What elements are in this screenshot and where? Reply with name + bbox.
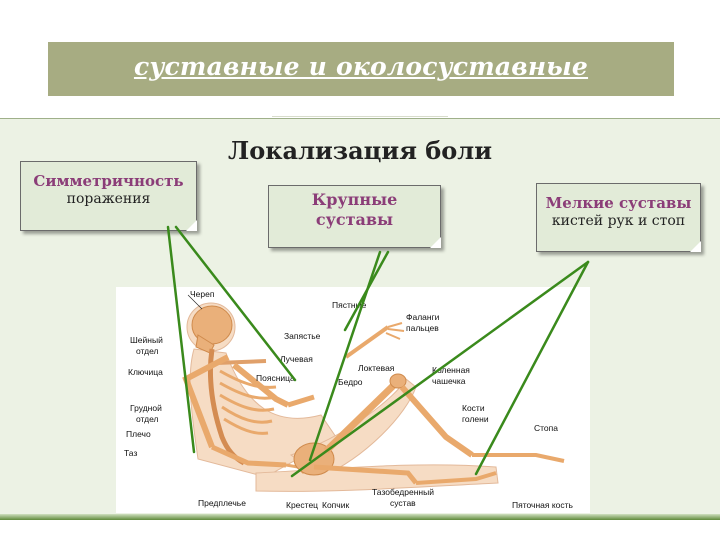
label-clavicle: Ключица	[128, 367, 163, 377]
label-hip-1: Тазобедренный	[372, 487, 434, 497]
label-heel: Пяточная кость	[512, 500, 574, 510]
label-forearm: Предплечье	[198, 498, 246, 508]
label-thoracic-1: Грудной	[130, 403, 162, 413]
label-pelvis: Таз	[124, 448, 137, 458]
callout-symmetry-title: Симметричность	[33, 172, 184, 190]
body-silhouette	[186, 302, 499, 492]
label-sacrum: Крестец	[286, 500, 318, 510]
label-patella-2: чашечка	[432, 376, 466, 386]
folded-corner	[690, 241, 701, 252]
label-shoulder: Плечо	[126, 429, 151, 439]
label-femur: Бедро	[338, 377, 363, 387]
label-thoracic-2: отдел	[136, 414, 159, 424]
divider-line	[0, 118, 720, 119]
label-skull: Череп	[190, 289, 215, 299]
callout-symmetry-subtitle: поражения	[66, 190, 151, 207]
label-phalanges-2: пальцев	[406, 323, 439, 333]
label-neck-2: отдел	[136, 346, 159, 356]
title-bar	[48, 42, 674, 96]
label-neck-1: Шейный	[130, 335, 163, 345]
label-phalanges-1: Фаланги	[406, 312, 440, 322]
callout-large-joints-line1: Крупные	[311, 190, 398, 209]
callout-small-joints-subtitle: кистей рук и стоп	[551, 212, 686, 229]
section-heading: Локализация боли	[227, 136, 493, 165]
callout-large-joints-line2: суставы	[315, 210, 394, 229]
callout-small-joints-title: Мелкие суставы	[545, 194, 692, 212]
label-coccyx: Копчик	[322, 500, 349, 510]
label-metacarpal: Пястные	[332, 300, 367, 310]
callout-large-joints: Крупные суставы	[268, 185, 441, 248]
slide-title: суставные и околосуставные	[133, 52, 589, 81]
label-shin-1: Кости	[462, 403, 485, 413]
callout-small-joints: Мелкие суставы кистей рук и стоп	[536, 183, 701, 252]
folded-corner	[186, 220, 197, 231]
folded-corner	[430, 237, 441, 248]
skeleton-illustration: Череп Шейный отдел Ключица Грудной отдел…	[124, 289, 574, 510]
label-wrist: Запястье	[284, 331, 321, 341]
label-patella-1: Коленная	[432, 365, 470, 375]
label-shin-2: голени	[462, 414, 489, 424]
title-overflow-text	[272, 104, 448, 118]
callout-symmetry: Симметричность поражения	[20, 161, 197, 231]
footer-band	[0, 514, 720, 520]
label-foot: Стопа	[534, 423, 558, 433]
label-radius: Лучевая	[280, 354, 313, 364]
label-ulna: Локтевая	[358, 363, 395, 373]
label-hip-2: сустав	[390, 498, 416, 508]
label-lumbar: Поясница	[256, 373, 295, 383]
